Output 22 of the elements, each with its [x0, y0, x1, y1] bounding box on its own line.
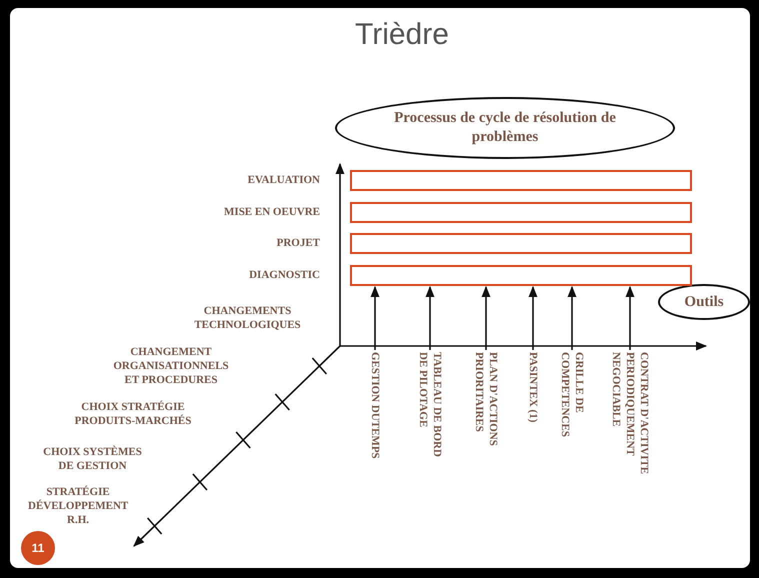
tool-label: CONTRAT D'ACTIVITE PERIODIQUEMENT NEGOCIABLE [609, 352, 651, 486]
stage-label: EVALUATION [248, 173, 320, 187]
tool-label: PASINTEX (1) [526, 352, 540, 468]
axis-label: CHOIX SYSTÈMES DE GESTION [42, 445, 143, 473]
stage-label: PROJET [276, 236, 320, 250]
arrow [426, 286, 434, 350]
arrow [626, 286, 634, 350]
axis-label: CHOIX STRATÉGIE PRODUITS-MARCHÉS [74, 400, 192, 428]
tool-label: PLAN D'ACTIONS PRIORITAIRES [472, 352, 500, 468]
stage-label: DIAGNOSTIC [249, 268, 320, 282]
tool-label: TABLEAU DE BORD DE PILOTAGE [416, 352, 444, 468]
axis-label: CHANGEMENT ORGANISATIONNELS ET PROCEDURES [112, 345, 230, 387]
axis-label: CHANGEMENTS TECHNOLOGIQUES [193, 304, 302, 332]
tool-label: GRILLE DE COMPETENCES [558, 352, 586, 468]
arrow [370, 286, 380, 350]
title: Trièdre [355, 18, 449, 52]
axis-label: STRATÉGIE DÉVELOPPEMENT R.H. [28, 485, 128, 527]
arrow [482, 286, 490, 350]
arrow [528, 286, 538, 350]
stage-label: MISE EN OEUVRE [224, 205, 320, 219]
tool-label: GESTION DUTEMPS [368, 352, 382, 468]
arrow [568, 286, 576, 350]
